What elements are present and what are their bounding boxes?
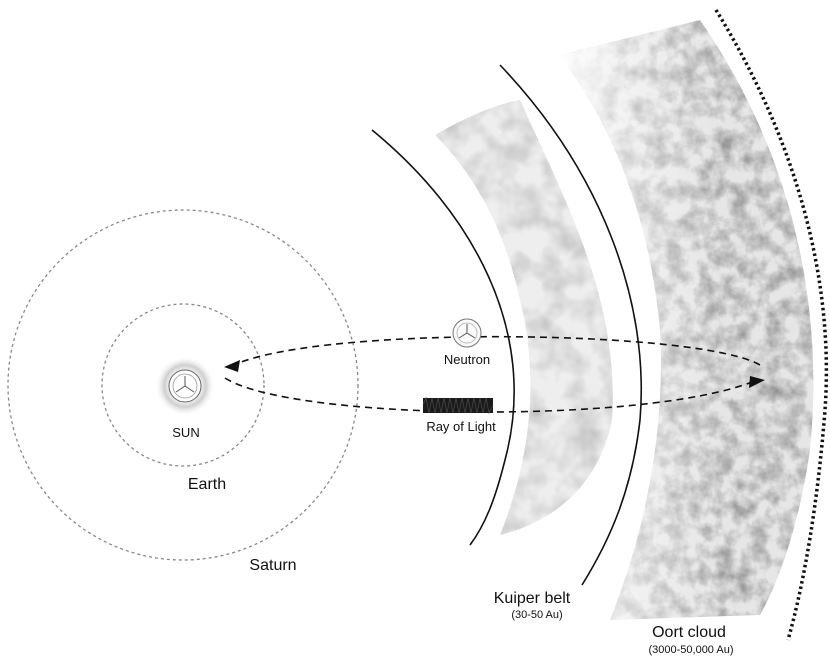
sun-symbol-icon bbox=[175, 376, 195, 393]
kuiper-belt-range: (30-50 Au) bbox=[511, 609, 562, 621]
oort-cloud-label: Oort cloud bbox=[652, 624, 726, 641]
kuiper-belt-label: Kuiper belt bbox=[494, 590, 571, 607]
earth-orbit bbox=[101, 303, 265, 467]
arrowhead-left-icon bbox=[224, 360, 240, 372]
earth-label: Earth bbox=[188, 476, 226, 493]
trajectory-lower-arc bbox=[224, 377, 753, 413]
kuiper-outer-boundary bbox=[499, 64, 643, 586]
kuiper-belt-region bbox=[435, 100, 613, 535]
neutron-label: Neutron bbox=[444, 352, 490, 367]
trajectory-upper-arc bbox=[235, 335, 761, 366]
oort-outer-boundary bbox=[714, 9, 829, 641]
sun bbox=[155, 356, 215, 416]
arrowhead-right-icon bbox=[749, 376, 765, 388]
neutron-icon bbox=[452, 318, 482, 348]
ray-of-light-label: Ray of Light bbox=[426, 419, 496, 434]
sun-label: SUN bbox=[172, 425, 199, 440]
kuiper-inner-boundary bbox=[371, 129, 515, 546]
oort-cloud-range: (3000-50,000 Au) bbox=[648, 644, 733, 656]
saturn-orbit bbox=[7, 209, 359, 561]
ray-of-light-icon bbox=[422, 396, 494, 415]
saturn-label: Saturn bbox=[249, 557, 296, 574]
